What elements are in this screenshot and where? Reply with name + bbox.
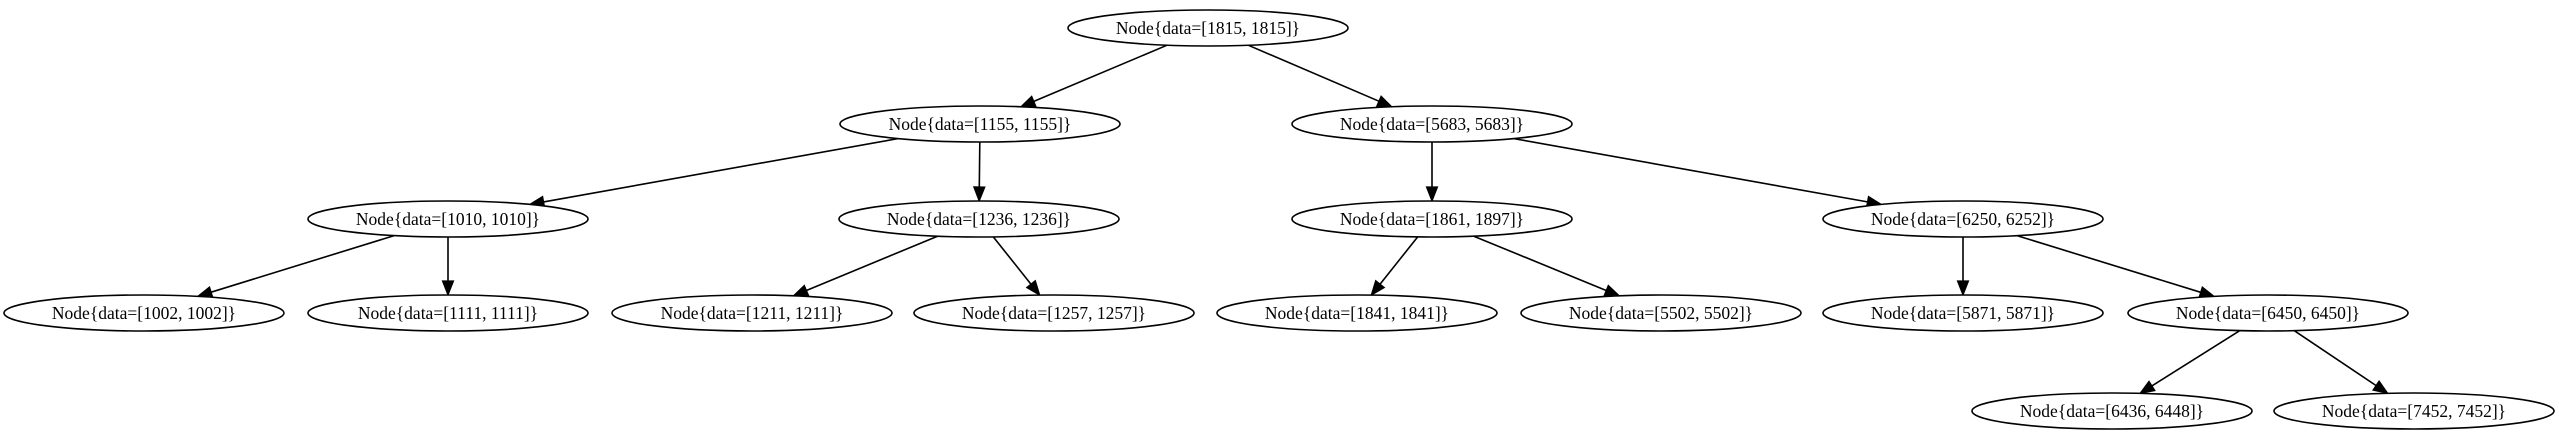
node-label: Node{data=[7452, 7452]} <box>2322 401 2506 421</box>
node-ellipse <box>1291 105 1573 143</box>
arrowhead-n1010-n1111 <box>441 280 455 297</box>
node-ellipse <box>1520 294 1802 332</box>
edge-layer <box>196 44 2390 395</box>
node-ellipse <box>2273 392 2555 430</box>
node-ellipse <box>2127 294 2409 332</box>
tree-node-n1010: Node{data=[1010, 1010]} <box>307 200 589 238</box>
tree-node-n5683: Node{data=[5683, 5683]} <box>1291 105 1573 143</box>
tree-node-n1211: Node{data=[1211, 1211]} <box>611 294 893 332</box>
arrowhead-n6450-n6436 <box>2138 380 2156 395</box>
node-label: Node{data=[1815, 1815]} <box>1116 18 1300 38</box>
node-label: Node{data=[1257, 1257]} <box>962 303 1146 323</box>
node-label: Node{data=[1861, 1897]} <box>1340 209 1524 229</box>
node-label: Node{data=[1111, 1111]} <box>358 303 538 323</box>
arrowhead-n1236-n1211 <box>791 284 810 297</box>
node-layer: Node{data=[1815, 1815]} Node{data=[1155, … <box>3 9 2555 430</box>
tree-node-n1815: Node{data=[1815, 1815]} <box>1067 9 1349 47</box>
tree-node-n6250: Node{data=[6250, 6252]} <box>1822 200 2104 238</box>
node-ellipse <box>913 294 1195 332</box>
node-label: Node{data=[6436, 6448]} <box>2020 401 2204 421</box>
tree-node-n1236: Node{data=[1236, 1236]} <box>838 200 1120 238</box>
arrowhead-n1815-n1155 <box>1019 95 1037 108</box>
tree-node-n6436: Node{data=[6436, 6448]} <box>1971 392 2253 430</box>
edge-n1155-n1236 <box>978 141 981 188</box>
node-label: Node{data=[1155, 1155]} <box>889 114 1072 134</box>
node-ellipse <box>3 294 285 332</box>
arrowhead-n1861-n1841 <box>1370 279 1386 297</box>
edge-n6450-n6436 <box>2151 329 2241 387</box>
node-label: Node{data=[5502, 5502]} <box>1569 303 1753 323</box>
edge-n1815-n5683 <box>1247 44 1380 102</box>
node-ellipse <box>611 294 893 332</box>
tree-node-n6450: Node{data=[6450, 6450]} <box>2127 294 2409 332</box>
edge-n1010-n1002 <box>210 234 395 293</box>
node-label: Node{data=[5871, 5871]} <box>1871 303 2055 323</box>
tree-node-n1155: Node{data=[1155, 1155]} <box>839 105 1121 143</box>
tree-node-n1861: Node{data=[1861, 1897]} <box>1291 200 1573 238</box>
node-label: Node{data=[1002, 1002]} <box>52 303 236 323</box>
node-ellipse <box>307 294 589 332</box>
tree-node-n1111: Node{data=[1111, 1111]} <box>307 294 589 332</box>
node-label: Node{data=[6250, 6252]} <box>1871 209 2055 229</box>
node-label: Node{data=[1211, 1211]} <box>661 303 844 323</box>
node-ellipse <box>307 200 589 238</box>
node-ellipse <box>1822 294 2104 332</box>
tree-node-n1841: Node{data=[1841, 1841]} <box>1216 294 1498 332</box>
tree-node-n5502: Node{data=[5502, 5502]} <box>1520 294 1802 332</box>
node-label: Node{data=[1236, 1236]} <box>887 209 1071 229</box>
tree-node-n1257: Node{data=[1257, 1257]} <box>913 294 1195 332</box>
tree-node-n7452: Node{data=[7452, 7452]} <box>2273 392 2555 430</box>
edge-n1861-n1841 <box>1379 236 1419 285</box>
edge-n1815-n1155 <box>1033 44 1168 103</box>
node-ellipse <box>1822 200 2104 238</box>
arrowhead-n6450-n7452 <box>2372 379 2390 395</box>
edge-n5683-n6250 <box>1513 137 1868 203</box>
arrowhead-n5683-n1861 <box>1425 186 1439 203</box>
arrowhead-n1155-n1236 <box>972 186 986 203</box>
edge-n6450-n7452 <box>2293 330 2377 387</box>
tree-node-n5871: Node{data=[5871, 5871]} <box>1822 294 2104 332</box>
node-label: Node{data=[6450, 6450]} <box>2176 303 2360 323</box>
edge-n6250-n6450 <box>2016 234 2201 294</box>
node-label: Node{data=[1841, 1841]} <box>1265 303 1449 323</box>
arrowhead-n1236-n1257 <box>1025 279 1041 297</box>
node-ellipse <box>1971 392 2253 430</box>
edge-n1236-n1257 <box>992 236 1032 285</box>
tree-node-n1002: Node{data=[1002, 1002]} <box>3 294 285 332</box>
node-ellipse <box>1291 200 1573 238</box>
arrowhead-n1815-n5683 <box>1375 95 1394 108</box>
node-label: Node{data=[1010, 1010]} <box>356 209 540 229</box>
arrowhead-n6250-n5871 <box>1956 280 1970 297</box>
node-ellipse <box>839 105 1121 143</box>
node-ellipse <box>1216 294 1498 332</box>
edge-n1861-n5502 <box>1473 235 1607 292</box>
node-ellipse <box>838 200 1120 238</box>
edge-n1236-n1211 <box>806 235 938 292</box>
node-ellipse <box>1067 9 1349 47</box>
edge-n1155-n1010 <box>543 137 899 203</box>
node-label: Node{data=[5683, 5683]} <box>1340 114 1524 134</box>
arrowhead-n1861-n5502 <box>1603 284 1621 297</box>
